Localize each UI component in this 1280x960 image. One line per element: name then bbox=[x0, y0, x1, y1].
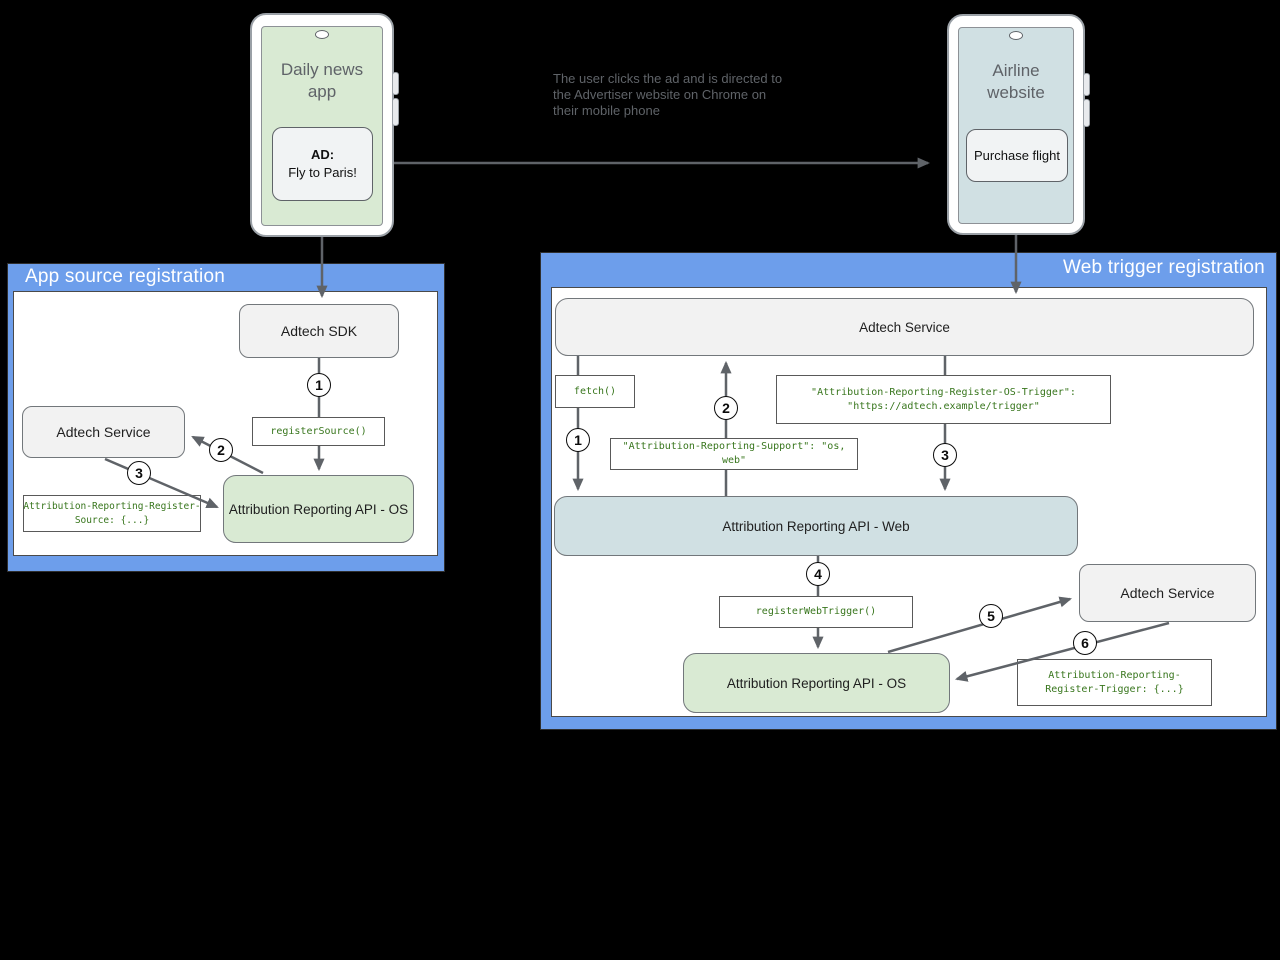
ad-heading: AD: bbox=[310, 147, 335, 163]
node-support-header: "Attribution-Reporting-Support": "os, we… bbox=[610, 438, 858, 470]
step-badge-web-5: 5 bbox=[979, 604, 1003, 628]
node-adtech-service-top: Adtech Service bbox=[555, 298, 1254, 356]
node-register-trigger-header: Attribution-Reporting- Register-Trigger:… bbox=[1017, 659, 1212, 706]
phone-power-button bbox=[1083, 99, 1090, 127]
ad-banner: AD: Fly to Paris! bbox=[272, 127, 373, 201]
airline-screen: Airline website Purchase flight bbox=[958, 27, 1074, 224]
code-line: Attribution-Reporting-Register- bbox=[23, 501, 201, 513]
node-register-source: registerSource() bbox=[252, 417, 385, 446]
arrow-web-step5 bbox=[887, 596, 1073, 654]
camera-icon bbox=[1009, 31, 1023, 40]
node-os-trigger-header: "Attribution-Reporting-Register-OS-Trigg… bbox=[776, 375, 1111, 424]
step-badge-web-4: 4 bbox=[806, 562, 830, 586]
daily-news-screen: Daily news app AD: Fly to Paris! bbox=[261, 26, 383, 226]
code-line: Register-Trigger: {...} bbox=[1045, 683, 1184, 695]
node-attribution-api-web: Attribution Reporting API - Web bbox=[554, 496, 1078, 556]
ad-text: Fly to Paris! bbox=[288, 165, 357, 180]
app-source-panel-title: App source registration bbox=[25, 266, 225, 287]
step-badge-app-2: 2 bbox=[209, 438, 233, 462]
phone-daily-news: Daily news app AD: Fly to Paris! bbox=[250, 13, 399, 237]
purchase-flight-button: Purchase flight bbox=[966, 129, 1068, 182]
node-attribution-api-os-app: Attribution Reporting API - OS bbox=[223, 475, 414, 543]
step-badge-web-6: 6 bbox=[1073, 631, 1097, 655]
node-adtech-service-right: Adtech Service bbox=[1079, 564, 1256, 622]
code-line: "Attribution-Reporting-Register-OS-Trigg… bbox=[811, 386, 1076, 398]
daily-news-app-title: Daily news app bbox=[280, 60, 364, 102]
phone-airline: Airline website Purchase flight bbox=[947, 14, 1090, 235]
camera-icon bbox=[315, 30, 329, 39]
node-register-web-trigger: registerWebTrigger() bbox=[719, 596, 913, 628]
step-badge-app-3: 3 bbox=[127, 461, 151, 485]
node-adtech-service-app: Adtech Service bbox=[22, 406, 185, 458]
code-line: "https://adtech.example/trigger" bbox=[847, 400, 1040, 412]
arrow-web-step6 bbox=[954, 621, 1170, 682]
node-fetch: fetch() bbox=[555, 375, 635, 408]
arrow-app-step3 bbox=[104, 457, 219, 509]
step-badge-web-1: 1 bbox=[566, 428, 590, 452]
airline-website-title: Airline website bbox=[987, 61, 1045, 103]
phone-power-button bbox=[392, 98, 399, 126]
step-badge-web-2: 2 bbox=[714, 396, 738, 420]
phone-volume-button bbox=[392, 72, 399, 95]
phone-volume-button bbox=[1083, 73, 1090, 96]
node-attribution-api-os-web: Attribution Reporting API - OS bbox=[683, 653, 950, 713]
node-register-source-header: Attribution-Reporting-Register- Source: … bbox=[23, 495, 201, 532]
code-line: Source: {...} bbox=[74, 514, 150, 526]
web-trigger-panel-title: Web trigger registration bbox=[1063, 257, 1265, 278]
node-adtech-sdk: Adtech SDK bbox=[239, 304, 399, 358]
flow-note: The user clicks the ad and is directed t… bbox=[553, 71, 783, 118]
step-badge-web-3: 3 bbox=[933, 443, 957, 467]
step-badge-app-1: 1 bbox=[307, 373, 331, 397]
code-line: Attribution-Reporting- bbox=[1048, 669, 1181, 681]
